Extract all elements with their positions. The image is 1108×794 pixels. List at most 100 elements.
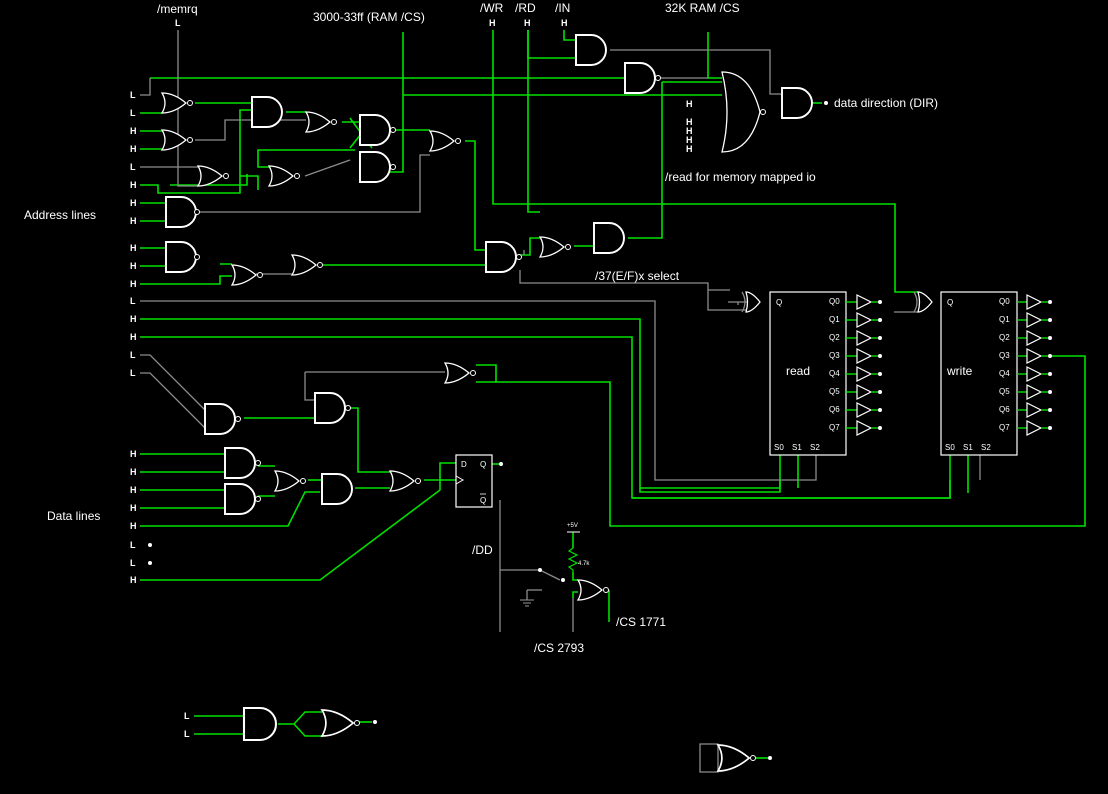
d-flipflop[interactable]: D Q Q	[455, 454, 503, 508]
buffer-output-dot[interactable]	[1048, 390, 1052, 394]
addr-level-12[interactable]: H	[130, 314, 137, 324]
and-gate-d5[interactable]	[224, 483, 261, 515]
in-level[interactable]: H	[561, 18, 568, 28]
addr-level-9[interactable]: H	[130, 261, 137, 271]
buffer-output-dot[interactable]	[1048, 336, 1052, 340]
dir-input-level-3[interactable]: H	[686, 135, 693, 145]
addr-level-15[interactable]: L	[130, 368, 136, 378]
buffer-output-dot[interactable]	[1048, 300, 1052, 304]
switch-dd[interactable]	[538, 568, 565, 582]
data-level-7[interactable]: H	[130, 575, 137, 585]
buffer-output-dot[interactable]	[1048, 408, 1052, 412]
and-gate-a4[interactable]	[165, 196, 200, 228]
buffer-output-dot[interactable]	[878, 318, 882, 322]
buffer-gate[interactable]	[1026, 402, 1043, 418]
dir-gate-input-levels[interactable]: H H H H H	[686, 99, 693, 154]
write-register[interactable]: Q write Q0 Q1 Q2 Q3 Q4 Q5 Q6 Q7 S0 S1 S2	[940, 291, 1052, 456]
buffer-gate[interactable]	[856, 366, 873, 382]
and-gate-d7[interactable]	[321, 473, 353, 505]
or-gate-a1[interactable]	[161, 92, 193, 114]
data-level-6[interactable]: L	[130, 558, 136, 568]
dir-input-level-2[interactable]: H	[686, 126, 693, 136]
or-gate-d3[interactable]	[444, 362, 476, 384]
data-level-1[interactable]: H	[130, 467, 137, 477]
buffer-gate[interactable]	[856, 312, 873, 328]
addr-level-4[interactable]: L	[130, 162, 136, 172]
buffer-output-dot[interactable]	[1048, 354, 1052, 358]
buffer-output-dot[interactable]	[878, 372, 882, 376]
buffer-output-dot[interactable]	[878, 300, 882, 304]
or-gate-c4[interactable]	[429, 130, 461, 152]
test-level-0[interactable]: L	[184, 711, 190, 721]
and-gate-c7[interactable]	[593, 222, 625, 254]
dir-input-level-1[interactable]: H	[686, 117, 693, 127]
addr-level-1[interactable]: L	[130, 108, 136, 118]
or-gate-test2[interactable]	[321, 709, 360, 737]
buffer-gate[interactable]	[856, 348, 873, 364]
buffer-gate[interactable]	[1026, 366, 1043, 382]
and-gate-in-rd[interactable]	[575, 34, 607, 66]
data-level-5[interactable]: L	[130, 540, 136, 550]
addr-level-14[interactable]: L	[130, 350, 136, 360]
buffer-gate[interactable]	[856, 384, 873, 400]
buffer-output-dot[interactable]	[1048, 372, 1052, 376]
or-gate-d8[interactable]	[389, 470, 421, 492]
addr-level-0[interactable]: L	[130, 90, 136, 100]
and-gate-a5[interactable]	[165, 241, 200, 273]
addr-level-10[interactable]: H	[130, 279, 137, 289]
addr-level-5[interactable]: H	[130, 180, 137, 190]
and-gate-c2[interactable]	[359, 114, 396, 146]
dir-input-level-4[interactable]: H	[686, 144, 693, 154]
buffer-output-dot[interactable]	[878, 426, 882, 430]
big-or-gate-dir[interactable]	[721, 71, 766, 153]
bottom-test-levels[interactable]: L L	[184, 711, 190, 739]
buffer-output-dot[interactable]	[878, 390, 882, 394]
and-gate-d2[interactable]	[314, 392, 351, 424]
or-gate-a3[interactable]	[197, 165, 229, 187]
address-line-levels[interactable]: L L H H L H H H H H H L H H L L	[130, 90, 137, 378]
or-gate-c6[interactable]	[539, 236, 571, 258]
read-register[interactable]: Q read Q0 Q1 Q2 Q3 Q4 Q5 Q6 Q7 S0 S1 S2	[769, 291, 882, 456]
and-gate-d1[interactable]	[204, 403, 241, 435]
and-gate-d4[interactable]	[224, 447, 261, 479]
xor-gate-read[interactable]	[741, 291, 761, 313]
addr-level-13[interactable]: H	[130, 332, 137, 342]
buffer-gate[interactable]	[1026, 312, 1043, 328]
wr-level[interactable]: H	[489, 18, 496, 28]
data-level-3[interactable]: H	[130, 503, 137, 513]
buffer-output-dot[interactable]	[878, 408, 882, 412]
rd-level[interactable]: H	[524, 18, 531, 28]
logic-gates[interactable]	[161, 34, 933, 772]
or-gate-a6[interactable]	[231, 264, 263, 286]
data-level-0[interactable]: H	[130, 449, 137, 459]
buffer-gate[interactable]	[856, 402, 873, 418]
or-gate-d6[interactable]	[274, 470, 306, 492]
addr-level-3[interactable]: H	[130, 144, 137, 154]
buffer-output-dot[interactable]	[1048, 318, 1052, 322]
and-gate-test1[interactable]	[242, 706, 278, 742]
and-gate-c5[interactable]	[485, 241, 522, 273]
data-line-levels[interactable]: H H H H H L L H	[130, 449, 137, 585]
data-level-4[interactable]: H	[130, 521, 137, 531]
addr-level-2[interactable]: H	[130, 126, 137, 136]
addr-level-11[interactable]: L	[130, 296, 136, 306]
dir-input-level-0[interactable]: H	[686, 99, 693, 109]
or-gate-b3[interactable]	[291, 254, 323, 276]
top-input-levels[interactable]: L H H H	[175, 18, 568, 28]
data-level-2[interactable]: H	[130, 485, 137, 495]
addr-level-7[interactable]: H	[130, 216, 137, 226]
buffer-gate[interactable]	[1026, 348, 1043, 364]
buffer-gate[interactable]	[856, 294, 873, 310]
or-gate-fdc[interactable]	[577, 579, 609, 601]
buffer-gate[interactable]	[856, 420, 873, 436]
buffer-output-dot[interactable]	[878, 354, 882, 358]
buffer-gate[interactable]	[1026, 420, 1043, 436]
buffer-output-dot[interactable]	[1048, 426, 1052, 430]
addr-level-8[interactable]: H	[130, 243, 137, 253]
and-gate-b1[interactable]	[251, 96, 283, 128]
or-gate-c1[interactable]	[305, 111, 337, 133]
memrq-level[interactable]: L	[175, 18, 181, 28]
and-gate-c3[interactable]	[359, 151, 396, 183]
buffer-gate[interactable]	[1026, 294, 1043, 310]
